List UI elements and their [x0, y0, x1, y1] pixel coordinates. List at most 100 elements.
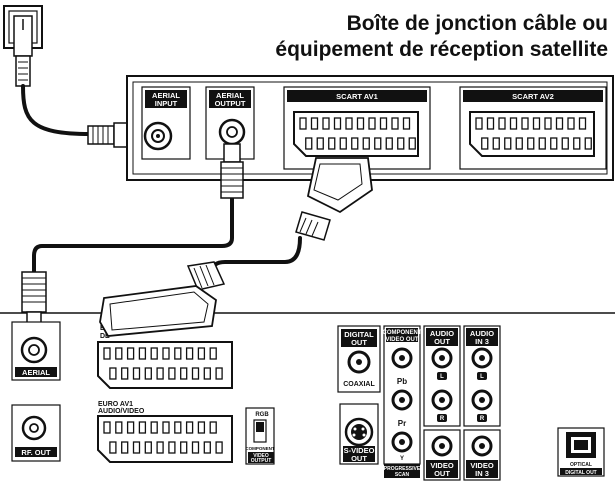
- scart-pin: [498, 117, 506, 130]
- scart-pin: [162, 347, 170, 360]
- scart-pin: [191, 367, 200, 380]
- scart-pin: [345, 117, 353, 130]
- scart-pin: [209, 421, 217, 434]
- audio-out: AUDIO OUT L R: [423, 325, 461, 427]
- audio-out-l-label: L: [440, 374, 444, 380]
- aerial-input-label-1: AERIAL: [152, 91, 180, 100]
- svideo-out-jack: S-VIDEO OUT: [339, 403, 379, 465]
- scart-pin: [215, 441, 223, 454]
- scart-pin: [203, 441, 211, 454]
- scart-pin: [385, 137, 393, 150]
- scart-pin: [305, 137, 313, 150]
- scart-pin: [132, 367, 141, 380]
- scart-pin: [567, 117, 575, 130]
- audio-in3-l-label: L: [480, 374, 484, 380]
- component-video-out-label-1: COMPONENT: [383, 330, 422, 336]
- scart-pin: [391, 117, 399, 130]
- aerial-input-jack: AERIAL INPUT: [141, 86, 191, 160]
- euro-av1-socket: EURO AV1 AUDIO/VIDEO: [97, 401, 233, 463]
- video-out-jack: VIDEO OUT: [423, 429, 461, 481]
- scart-pin: [368, 117, 376, 130]
- optical-digital-out-label: DIGITAL OUT: [565, 470, 596, 476]
- component-video-out: COMPONENT VIDEO OUT Pb Pr Y PROGRESSIVE …: [383, 325, 422, 478]
- scart-pin: [215, 367, 223, 380]
- scart-pin: [109, 441, 117, 454]
- scart-pin: [397, 137, 405, 150]
- scart-pin: [316, 137, 324, 150]
- coaxial-label: COAXIAL: [343, 381, 375, 388]
- scart-pin: [174, 421, 182, 434]
- optical-digital-out: OPTICAL DIGITAL OUT: [557, 427, 605, 477]
- scart-pin: [299, 117, 307, 130]
- rf-out-jack: RF. OUT: [11, 404, 61, 462]
- scart-pin: [174, 347, 182, 360]
- pr-label: Pr: [398, 419, 406, 428]
- scart-pin: [509, 117, 518, 130]
- scart-pin: [504, 137, 512, 150]
- scart-pin: [475, 117, 483, 130]
- audio-in3-label-1: AUDIO: [470, 329, 494, 338]
- scart-pin: [138, 421, 147, 434]
- scart-plug-stb: [295, 157, 373, 241]
- scart-pin: [156, 441, 164, 454]
- scart-pin: [197, 421, 206, 434]
- y-label: Y: [400, 456, 404, 462]
- scart-pin: [573, 137, 581, 150]
- scart-pin: [555, 117, 564, 130]
- video-in3-label-2: IN 3: [475, 469, 489, 478]
- scart-pin: [185, 347, 194, 360]
- scart-pin: [408, 137, 416, 150]
- wall-antenna-socket: [3, 5, 43, 87]
- scart-pin: [191, 441, 200, 454]
- svideo-out-label-1: S-VIDEO: [344, 446, 375, 455]
- scart-pin: [115, 421, 123, 434]
- scart-av1-socket: SCART AV1: [283, 86, 431, 170]
- audio-out-r-label: R: [440, 416, 445, 422]
- scart-pin: [402, 117, 411, 130]
- video-out-label-1: VIDEO: [430, 461, 454, 470]
- video-output-label-2: OUTPUT: [251, 458, 272, 464]
- euro-av1-label-2: AUDIO/VIDEO: [98, 408, 145, 415]
- scart-pin: [532, 117, 541, 130]
- scart-pin: [379, 117, 388, 130]
- scart-pin: [362, 137, 370, 150]
- scart-pin: [126, 347, 135, 360]
- euro-av2-label-2: DE: [100, 333, 110, 340]
- scart-pin: [492, 137, 500, 150]
- scart-pin: [527, 137, 535, 150]
- scart-pin: [328, 137, 336, 150]
- scart-pin: [515, 137, 523, 150]
- aerial-output-label-1: AERIAL: [216, 91, 244, 100]
- scart-pin: [550, 137, 558, 150]
- scart-pin: [203, 367, 211, 380]
- scart-pin: [115, 347, 123, 360]
- scart-pin: [168, 441, 176, 454]
- scart-pin: [180, 367, 188, 380]
- scart-pin: [351, 137, 359, 150]
- set-top-box-panel: AERIAL INPUT AERIAL OUTPUT SCART AV1 SCA…: [126, 75, 614, 181]
- digital-out-coaxial: DIGITAL OUT COAXIAL: [337, 325, 381, 393]
- scart-pin: [322, 117, 330, 130]
- scart-pin: [185, 421, 194, 434]
- audio-in3-r-label: R: [480, 416, 485, 422]
- scart-pin: [339, 137, 347, 150]
- rf-out-label: RF. OUT: [21, 448, 51, 457]
- scart-pin: [209, 347, 217, 360]
- scart-pin: [168, 367, 176, 380]
- scart-pin: [150, 421, 158, 434]
- pb-label: Pb: [397, 377, 407, 386]
- coax-plug-aerial-output: [220, 143, 244, 199]
- video-output-label-1: VIDEO: [253, 453, 269, 459]
- digital-out-label-2: OUT: [351, 338, 367, 347]
- recorder-aerial-jack: AERIAL: [11, 321, 61, 381]
- video-output-switch: RGB COMPONENT VIDEO OUTPUT: [245, 407, 275, 465]
- scart-pin: [486, 117, 495, 130]
- scart-pin: [578, 117, 587, 130]
- euro-av1-label-1: EURO AV1: [98, 401, 133, 408]
- scart-pin: [103, 347, 111, 360]
- scart-plug-recorder: [99, 261, 226, 337]
- scart-pin: [481, 137, 489, 150]
- title-line-2: équipement de réception satellite: [275, 38, 608, 61]
